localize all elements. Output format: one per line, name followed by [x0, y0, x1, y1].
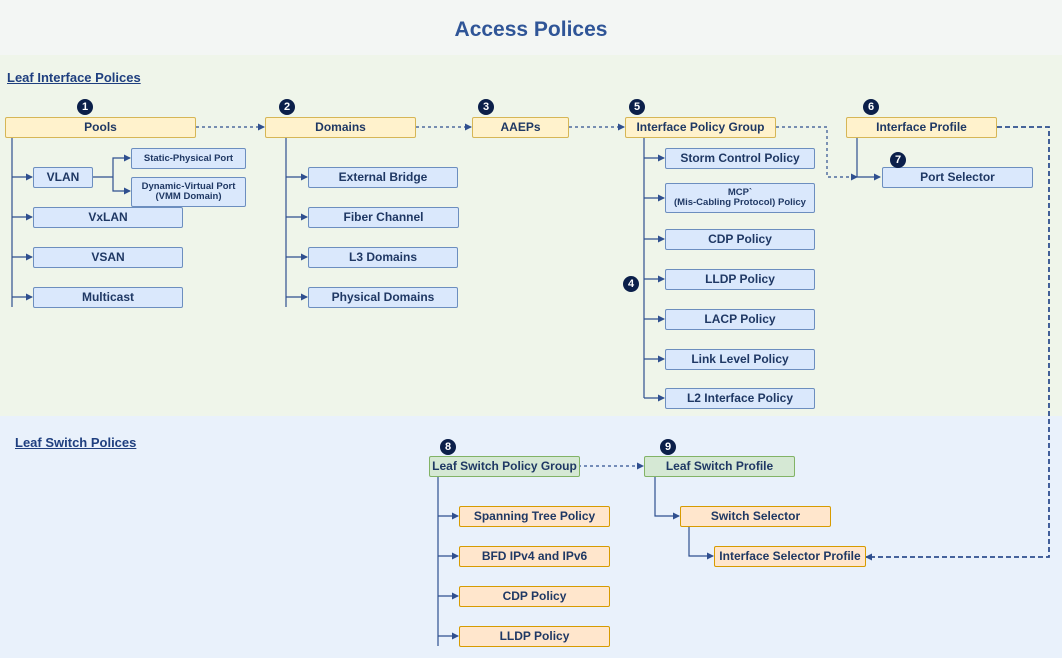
mcp-policy-node: MCP` (Mis-Cabling Protocol) Policy — [665, 183, 815, 213]
physical-domains-node: Physical Domains — [308, 287, 458, 308]
leaf-interface-region — [0, 55, 1062, 416]
leaf-switch-policy-group-node: Leaf Switch Policy Group — [429, 456, 580, 477]
leaf-switch-profile-node: Leaf Switch Profile — [644, 456, 795, 477]
external-bridge-node: External Bridge — [308, 167, 458, 188]
l3-domains-node: L3 Domains — [308, 247, 458, 268]
port-selector-node: Port Selector — [882, 167, 1033, 188]
storm-control-policy-node: Storm Control Policy — [665, 148, 815, 169]
leaf-interface-section-label: Leaf Interface Polices — [7, 70, 141, 85]
step-badge-6: 6 — [863, 99, 879, 115]
interface-profile-to-selector-profile-connector — [865, 126, 1050, 561]
step-badge-1: 1 — [77, 99, 93, 115]
step-badge-5: 5 — [629, 99, 645, 115]
vxlan-node: VxLAN — [33, 207, 183, 228]
switch-cdp-policy-node: CDP Policy — [459, 586, 610, 607]
pools-node: Pools — [5, 117, 196, 138]
step-badge-2: 2 — [279, 99, 295, 115]
cdp-policy-node: CDP Policy — [665, 229, 815, 250]
l2-interface-policy-node: L2 Interface Policy — [665, 388, 815, 409]
interface-selector-profile-node: Interface Selector Profile — [714, 546, 866, 567]
domains-node: Domains — [265, 117, 416, 138]
switch-selector-node: Switch Selector — [680, 506, 831, 527]
step-badge-8: 8 — [440, 439, 456, 455]
interface-profile-node: Interface Profile — [846, 117, 997, 138]
mcp-line2: (Mis-Cabling Protocol) Policy — [674, 197, 806, 208]
step-badge-7: 7 — [890, 152, 906, 168]
link-level-policy-node: Link Level Policy — [665, 349, 815, 370]
lacp-policy-node: LACP Policy — [665, 309, 815, 330]
aaeps-node: AAEPs — [472, 117, 569, 138]
dynamic-virtual-port-node: Dynamic-Virtual Port (VMM Domain) — [131, 177, 246, 207]
diagram-title: Access Polices — [454, 18, 608, 41]
spanning-tree-policy-node: Spanning Tree Policy — [459, 506, 610, 527]
switch-lldp-policy-node: LLDP Policy — [459, 626, 610, 647]
dynamic-virtual-port-line2: (VMM Domain) — [155, 191, 222, 202]
dynamic-virtual-port-line1: Dynamic-Virtual Port — [141, 181, 236, 193]
step-badge-4: 4 — [623, 276, 639, 292]
step-badge-9: 9 — [660, 439, 676, 455]
mcp-line1: MCP` — [727, 187, 753, 199]
bfd-ipv4-ipv6-node: BFD IPv4 and IPv6 — [459, 546, 610, 567]
vlan-node: VLAN — [33, 167, 93, 188]
lldp-policy-node: LLDP Policy — [665, 269, 815, 290]
vsan-node: VSAN — [33, 247, 183, 268]
multicast-node: Multicast — [33, 287, 183, 308]
fiber-channel-node: Fiber Channel — [308, 207, 459, 228]
interface-policy-group-node: Interface Policy Group — [625, 117, 776, 138]
static-physical-port-node: Static-Physical Port — [131, 148, 246, 169]
leaf-switch-section-label: Leaf Switch Polices — [15, 435, 137, 450]
step-badge-3: 3 — [478, 99, 494, 115]
ipg-to-port-selector-connector — [776, 126, 858, 181]
